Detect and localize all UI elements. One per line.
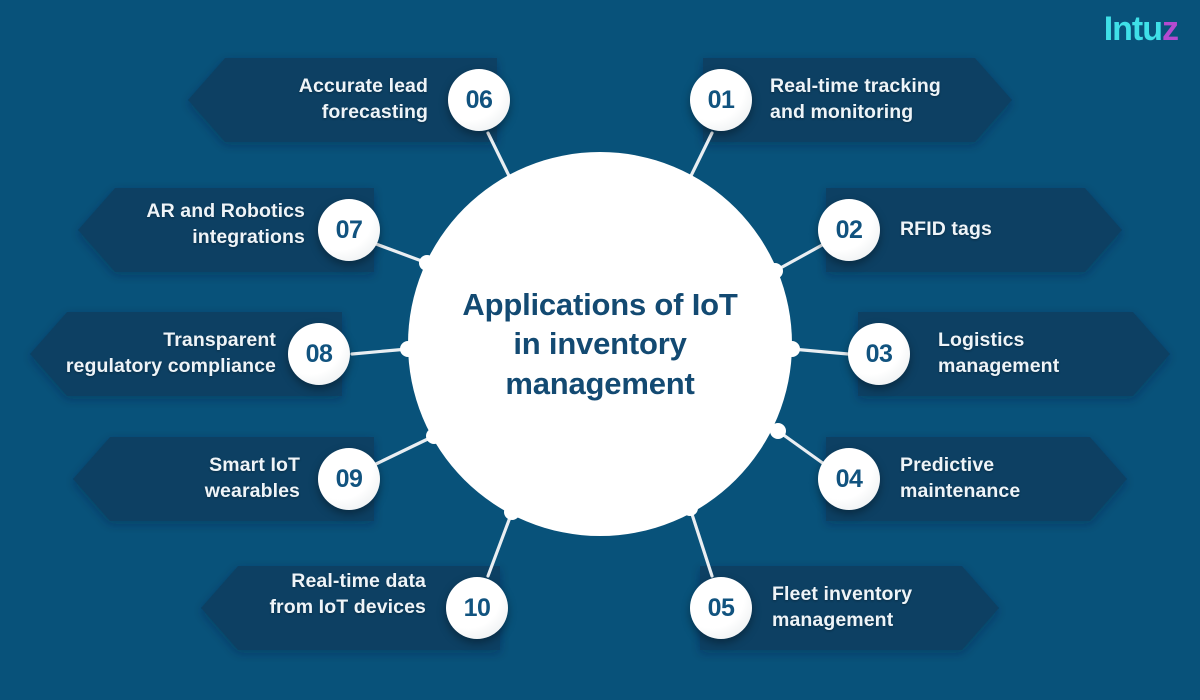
number-badge-03[interactable]: 03 [848, 323, 910, 385]
number-badge-01[interactable]: 01 [690, 69, 752, 131]
number-badge-04[interactable]: 04 [818, 448, 880, 510]
number-badge-09[interactable]: 09 [318, 448, 380, 510]
banner-03[interactable] [858, 312, 1170, 396]
number-badge-02[interactable]: 02 [818, 199, 880, 261]
connector-08 [350, 347, 410, 356]
center-hub: Applications of IoT in inventory managem… [408, 152, 792, 536]
item-label-04: Predictive maintenance [900, 454, 1021, 503]
connector-07 [374, 242, 429, 265]
banner-09[interactable] [73, 437, 374, 521]
logo-text-main: Intu [1103, 10, 1163, 48]
connector-lines [350, 131, 850, 578]
number-badge-06[interactable]: 06 [448, 69, 510, 131]
banner-07[interactable] [78, 188, 374, 272]
number-badge-10[interactable]: 10 [446, 577, 508, 639]
item-label-09: Smart IoT wearables [204, 454, 300, 503]
banner-04[interactable] [826, 437, 1127, 521]
item-label-07: AR and Robotics integrations [146, 200, 305, 249]
item-label-05: Fleet inventory management [772, 583, 913, 632]
banner-06[interactable] [188, 58, 497, 142]
item-label-10: Real-time data from IoT devices [269, 570, 426, 619]
connector-02 [773, 242, 826, 273]
connector-09 [374, 434, 436, 466]
item-label-08: Transparent regulatory compliance [65, 329, 276, 378]
banner-08[interactable] [30, 312, 342, 396]
banner-05[interactable] [700, 566, 999, 650]
connector-03 [790, 347, 850, 356]
logo-text-accent: z [1162, 10, 1179, 48]
number-badge-05[interactable]: 05 [690, 577, 752, 639]
item-label-06: Accurate lead forecasting [298, 75, 428, 124]
number-badge-07[interactable]: 07 [318, 199, 380, 261]
number-badge-08[interactable]: 08 [288, 323, 350, 385]
connector-05 [688, 506, 714, 578]
banner-01[interactable] [703, 58, 1012, 142]
connector-04 [776, 429, 826, 466]
connector-10 [486, 510, 514, 578]
banner-10[interactable] [201, 566, 500, 650]
banner-02[interactable] [826, 188, 1122, 272]
item-label-02: RFID tags [900, 218, 992, 240]
item-label-03: Logistics management [938, 329, 1060, 378]
intuz-logo: Intuz [1103, 10, 1179, 48]
item-label-01: Real-time tracking and monitoring [770, 75, 941, 124]
page-title: Applications of IoT in inventory managem… [462, 286, 738, 401]
